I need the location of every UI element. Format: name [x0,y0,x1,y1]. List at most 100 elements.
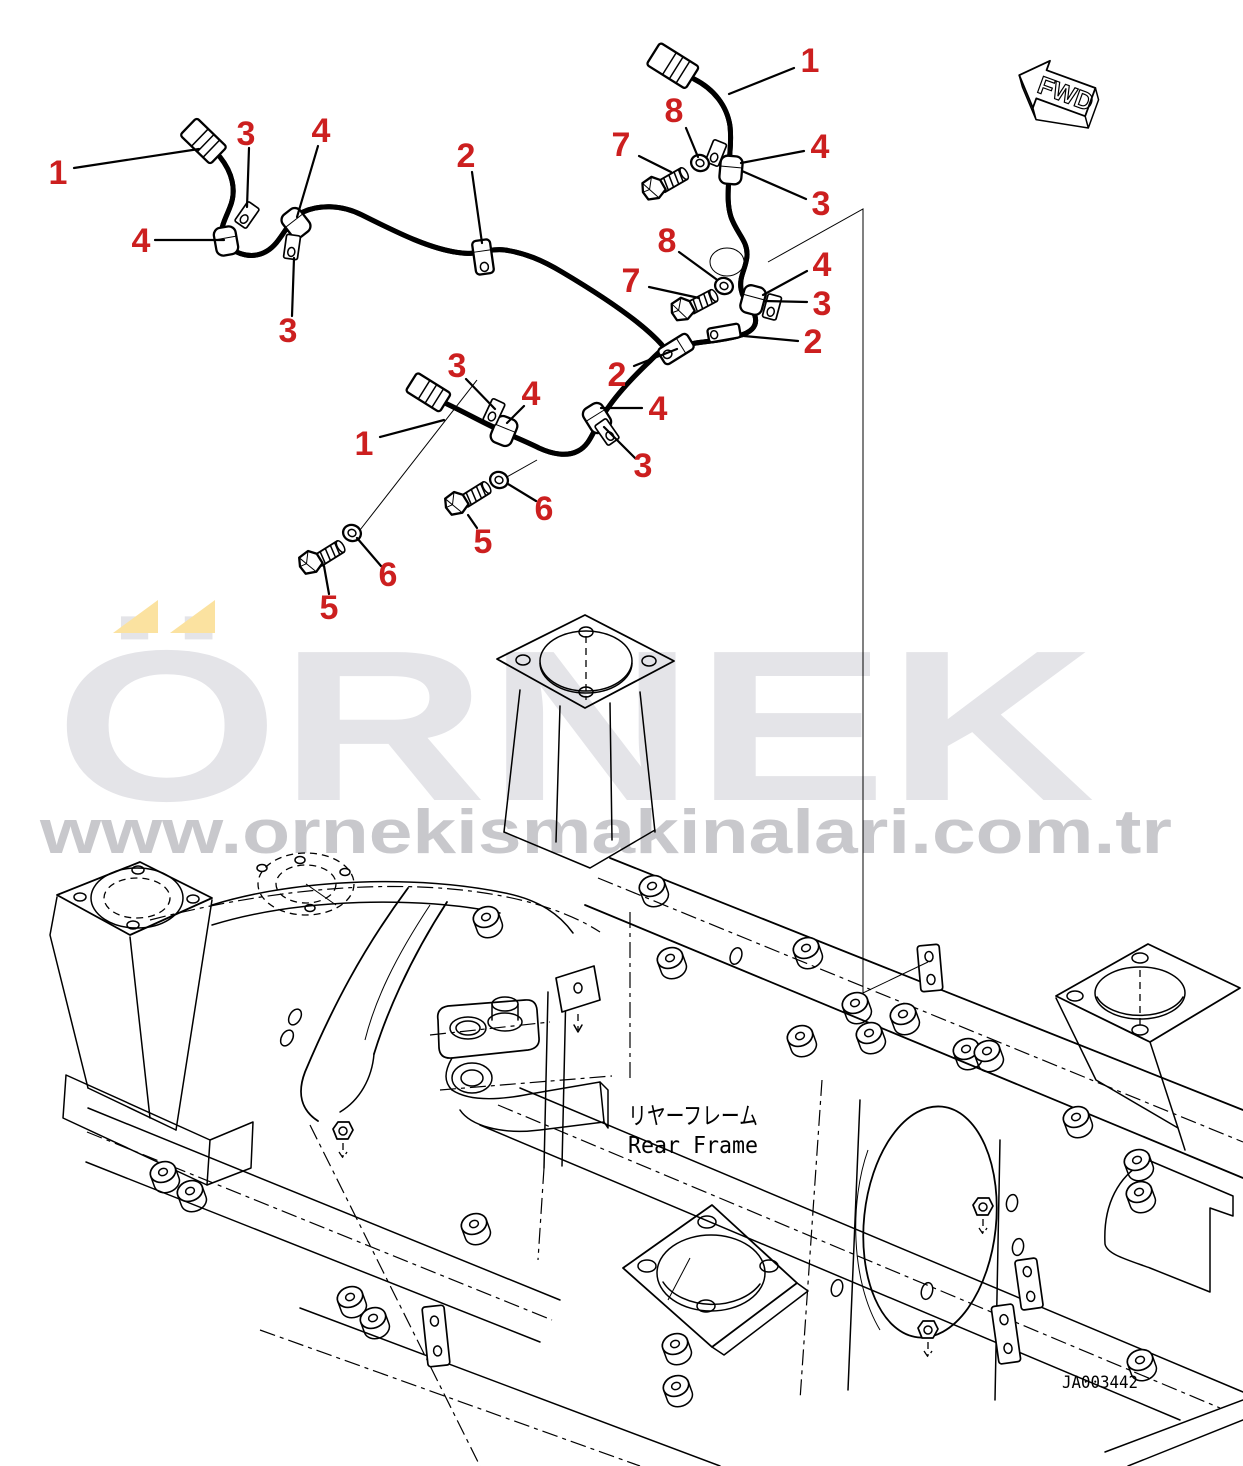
fwd-label: FWD [1034,71,1097,117]
cable-clamp [489,414,519,448]
callout-leader-line [684,126,700,159]
callout-number: 4 [649,390,668,428]
cable-clamp [739,284,767,316]
callout-leader-line [378,418,446,439]
frame-label-english: Rear Frame [628,1133,758,1159]
callout-leader-line [727,66,796,96]
bushing [149,1160,181,1194]
callout-number: 1 [801,42,820,80]
callout-number: 2 [804,323,823,361]
callout-leader-line [632,347,679,368]
callout-number: 1 [355,425,374,463]
grommet-loop [709,247,745,277]
cable-clip [471,238,495,276]
watermark-logo-text: ÖRNEK [55,605,1095,846]
hex-bolt [670,288,719,322]
callout-number: 8 [665,92,684,130]
hex-bolt [298,540,346,575]
callout-leader-line [602,425,637,460]
callout-number: 4 [811,128,830,166]
two-hole-plate [916,943,944,993]
washer [713,276,735,296]
bushing [656,946,688,980]
plate-hole [287,1008,303,1026]
callout-number: 6 [379,556,398,594]
watermark: ÖRNEK www.ornekismakinalari.com.tr [39,600,1172,867]
bushing [1062,1105,1094,1139]
cable-clamp [280,206,312,240]
callout-leader-line [740,169,808,201]
callout-leader-line [647,285,701,300]
washer [689,153,711,173]
callout-number: 5 [320,589,339,627]
watermark-accent-triangles-icon [113,600,215,633]
mounting-bracket [482,397,506,427]
washer [488,470,510,490]
plate-hole [830,1278,844,1298]
two-hole-plate [990,1303,1022,1365]
callout-number: 3 [812,185,831,223]
callout-number: 3 [813,285,832,323]
bushing [359,1306,391,1340]
bushing [855,1021,887,1055]
bushing [662,1374,694,1408]
hex-bolt [641,166,690,201]
callout-number: 4 [132,222,151,260]
callout-number: 6 [535,490,554,528]
two-hole-plate [1014,1257,1044,1311]
mounting-bracket [282,233,302,261]
callout-number: 7 [612,126,631,164]
bushing [176,1179,208,1213]
callout-number: 3 [634,447,653,485]
callout-leader-line [637,154,673,174]
bushing [889,1002,921,1036]
callout-leader-line [470,170,484,245]
callout-leader-line [506,482,538,503]
hex-nut [972,1197,994,1236]
callout-number: 4 [522,375,541,413]
bushing [336,1285,368,1319]
cable-clamp [212,225,240,257]
mounting-bracket [704,139,728,167]
bushing [460,1212,492,1246]
callout-number: 2 [608,356,627,394]
callout-number: 3 [448,347,467,385]
callout-leader-line [295,144,320,219]
callout-number: 2 [457,137,476,175]
bushing [841,991,873,1025]
frame-label-japanese: リヤーフレーム [628,1102,758,1130]
plate-hole [1005,1193,1019,1213]
plate-hole [1011,1237,1025,1257]
bushing [1125,1180,1157,1214]
plate-hole [920,1281,934,1301]
callout-leader-line [505,404,526,425]
callout-leader-line [355,536,383,568]
callout-number: 4 [813,246,832,284]
callout-number: 7 [622,262,641,300]
locator-lines [359,208,929,994]
bushing [1126,1348,1158,1382]
callout-leader-line [761,269,809,297]
plate-hole [279,1029,295,1047]
callout-number: 3 [279,312,298,350]
hex-bolt [444,481,492,516]
plate-hole [729,947,743,965]
callout-leader-line [677,250,718,281]
callout-number: 1 [49,154,68,192]
callout-leader-line [290,256,296,318]
callout-number: 4 [312,112,331,150]
callout-leader-line [466,513,479,530]
callout-leader-line [72,147,201,170]
harness-cable-middle [444,346,666,457]
two-hole-plate [421,1304,451,1368]
bushing [952,1037,984,1071]
bushing [472,905,504,939]
hex-nut [917,1320,939,1359]
bushing [973,1039,1005,1073]
rear-frame-drawing [49,614,1243,1466]
callout-number: 3 [237,115,256,153]
connector-top [646,42,700,89]
bushing [638,874,670,908]
